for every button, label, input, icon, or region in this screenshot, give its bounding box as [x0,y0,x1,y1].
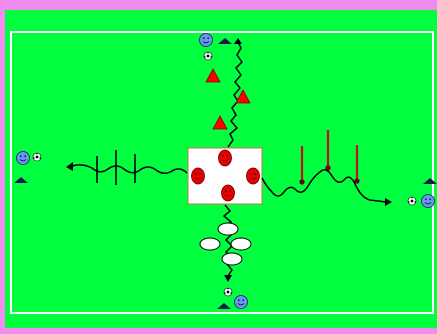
disc-4 [222,253,242,265]
player-bottom [235,296,248,309]
player-top [200,34,213,47]
disc-1 [218,223,238,235]
player-right [422,195,435,208]
ball-bottom [224,288,232,296]
pole-3-base [354,178,359,183]
disc-2 [200,238,220,250]
red-player-left [192,168,205,184]
red-player-right [247,168,260,184]
red-player-top [219,150,232,166]
red-player-bottom [222,185,235,201]
disc-3 [231,238,251,250]
pole-1-base [299,179,304,184]
player-left [17,152,30,165]
ball-right [408,197,416,205]
ball-left [33,153,41,161]
ball-top [204,52,212,60]
pole-2-base [325,165,330,170]
